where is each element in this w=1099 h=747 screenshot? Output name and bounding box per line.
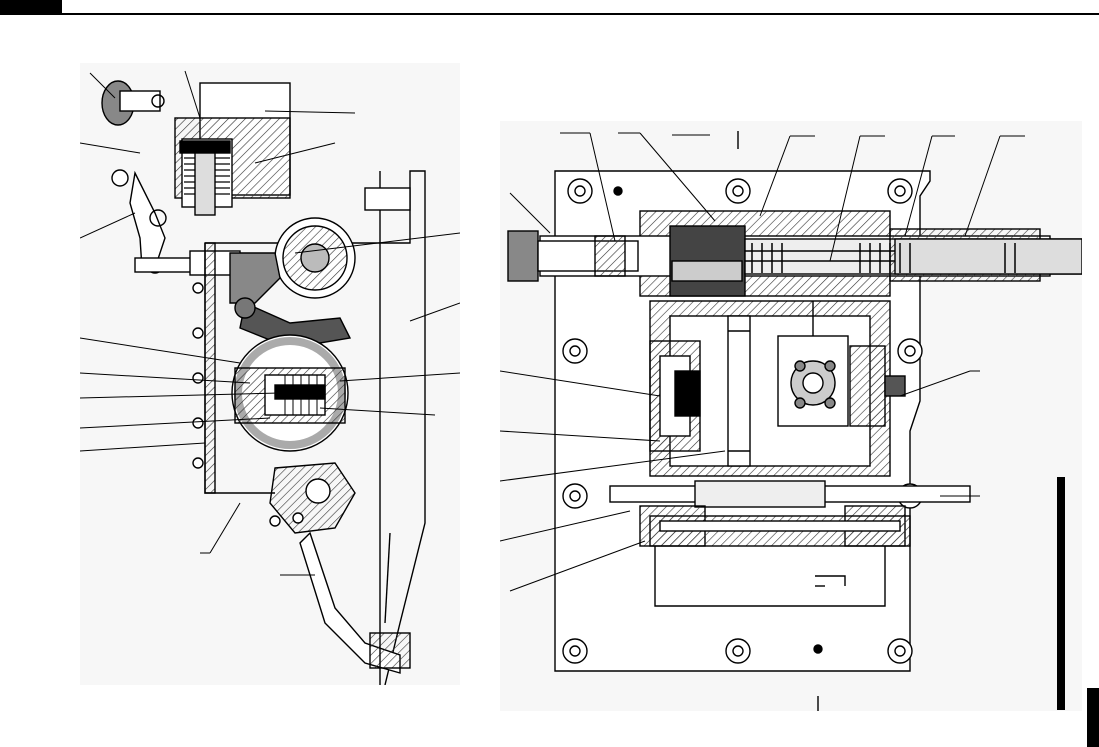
right-drawing <box>500 131 1082 711</box>
header-tab <box>0 0 62 15</box>
margin-bar-tall <box>1057 477 1065 710</box>
left-drawing <box>80 70 460 685</box>
left-figure <box>80 63 460 685</box>
header-rule <box>62 13 1099 15</box>
right-figure <box>500 121 1082 711</box>
margin-bar-short <box>1087 688 1099 747</box>
